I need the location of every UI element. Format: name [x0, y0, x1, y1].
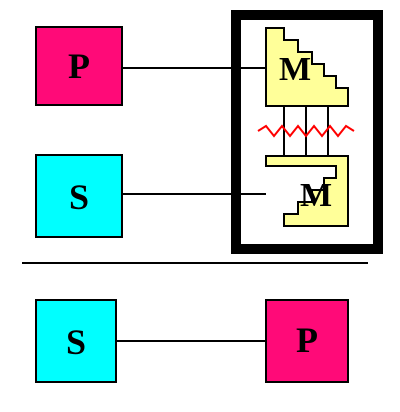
zigzag-spring [257, 124, 355, 138]
enzyme-bottom-label: M [300, 177, 332, 214]
enzyme-top-label: M [279, 51, 311, 88]
s-box-top-label: S [69, 177, 89, 217]
enzyme-top-piece [265, 27, 349, 107]
p-box-top [35, 26, 123, 106]
p-box-bottom [265, 299, 349, 383]
enzyme-bottom-piece [265, 155, 349, 227]
s-box-bottom-label: S [66, 322, 86, 362]
enzyme-frame [231, 10, 383, 254]
s-box-top [35, 154, 123, 238]
p-box-bottom-label: P [296, 320, 318, 360]
s-box-bottom [35, 299, 117, 383]
p-box-top-label: P [68, 46, 90, 86]
